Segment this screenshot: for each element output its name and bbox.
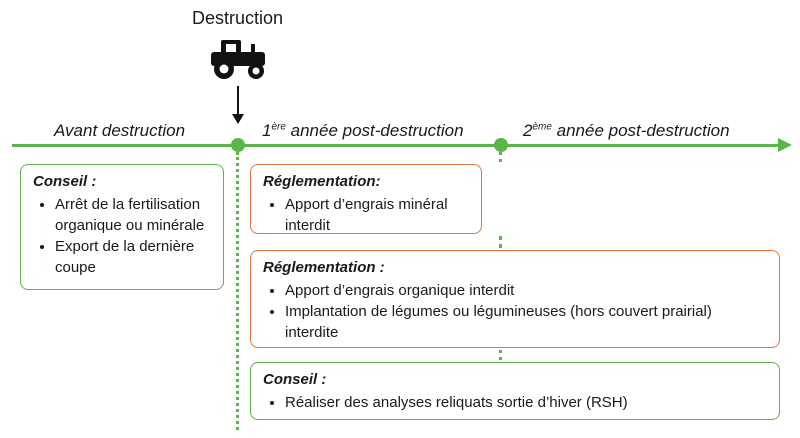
list-item: Export de la dernière coupe [55,236,211,278]
list-item: Implantation de légumes ou légumineuses … [285,301,767,343]
box-title: Conseil : [33,173,97,190]
bullet-list: Réaliser des analyses reliquats sortie d… [263,392,767,413]
phase-label-before: Avant destruction [48,121,192,141]
destruction-title: Destruction [191,8,284,28]
phase-label-year1: 1ère année post-destruction [256,121,470,141]
timeline-line [12,144,782,147]
tractor-icon [211,40,265,79]
box-title: Conseil : [263,371,327,388]
year-divider-bottom [499,350,502,360]
list-item: Apport d’engrais organique interdit [285,280,767,301]
list-item: Arrêt de la fertilisation organique ou m… [55,194,211,236]
reglementation-both-years-box: Réglementation : Apport d’engrais organi… [250,250,780,348]
conseil-before-box: Conseil : Arrêt de la fertilisation orga… [20,164,224,290]
bullet-list: Apport d’engrais organique interdit Impl… [263,280,767,343]
down-arrow-head [232,114,244,124]
year-boundary-dot [494,138,508,152]
box-title: Réglementation : [263,259,385,276]
year-divider-mid [499,236,502,248]
list-item: Réaliser des analyses reliquats sortie d… [285,392,767,413]
list-item: Apport d’engrais minéral interdit [285,194,469,236]
bullet-list: Apport d’engrais minéral interdit [263,194,469,236]
destruction-dot [231,138,245,152]
box-title: Réglementation: [263,173,381,190]
timeline-arrowhead [778,138,792,152]
down-arrow-icon [237,86,239,116]
destruction-divider [236,152,239,430]
phase-label-year2: 2ème année post-destruction [517,121,736,141]
conseil-after-box: Conseil : Réaliser des analyses reliquat… [250,362,780,420]
reglementation-year1-box: Réglementation: Apport d’engrais minéral… [250,164,482,234]
bullet-list: Arrêt de la fertilisation organique ou m… [33,194,211,278]
year-divider-top [499,152,502,162]
